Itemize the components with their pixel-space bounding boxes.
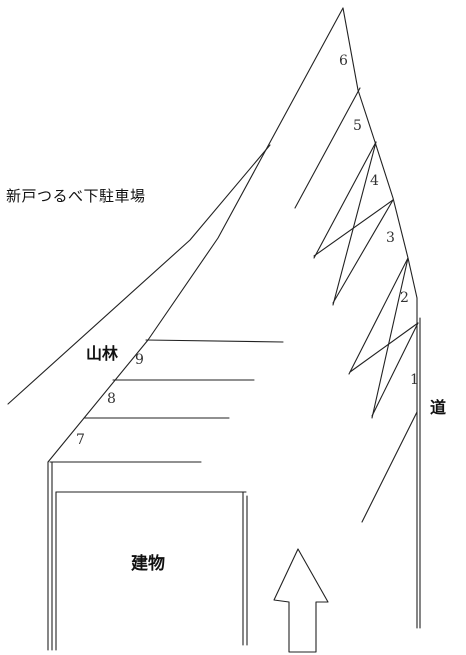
space-number-7: 7 xyxy=(76,432,85,448)
space-number-9: 9 xyxy=(135,352,144,368)
stall-diagonal-3a xyxy=(348,257,409,375)
space-number-5: 5 xyxy=(353,118,362,134)
stall-diagonal-4a xyxy=(313,199,394,257)
road-label: 道 xyxy=(430,398,447,417)
stall-diagonal-2a xyxy=(349,322,419,373)
boundary-line-right xyxy=(342,7,418,299)
space-number-1: 1 xyxy=(410,372,419,388)
stall-diagonal-4b xyxy=(332,199,394,304)
stall-diagonal-5b xyxy=(332,141,377,306)
space-number-8: 8 xyxy=(107,391,116,407)
stall-diagonal-5a xyxy=(313,141,377,259)
stall-line-9 xyxy=(145,339,284,343)
space-number-4: 4 xyxy=(370,173,379,189)
space-number-3: 3 xyxy=(386,230,395,246)
building-label: 建物 xyxy=(131,554,165,574)
stall-diagonal-2b xyxy=(371,322,419,417)
space-number-2: 2 xyxy=(400,290,409,306)
forest-label: 山林 xyxy=(86,344,119,363)
boundary-line-inner xyxy=(47,7,344,463)
boundary-line-outer xyxy=(7,144,271,405)
space-number-6: 6 xyxy=(339,53,348,69)
map-title: 新戸つるべ下駐車場 xyxy=(6,187,146,205)
stall-diagonal-3b xyxy=(371,257,409,419)
arrow-up-icon xyxy=(273,548,329,653)
stall-diagonal-1 xyxy=(361,411,418,523)
stall-diagonal-6 xyxy=(294,87,361,209)
